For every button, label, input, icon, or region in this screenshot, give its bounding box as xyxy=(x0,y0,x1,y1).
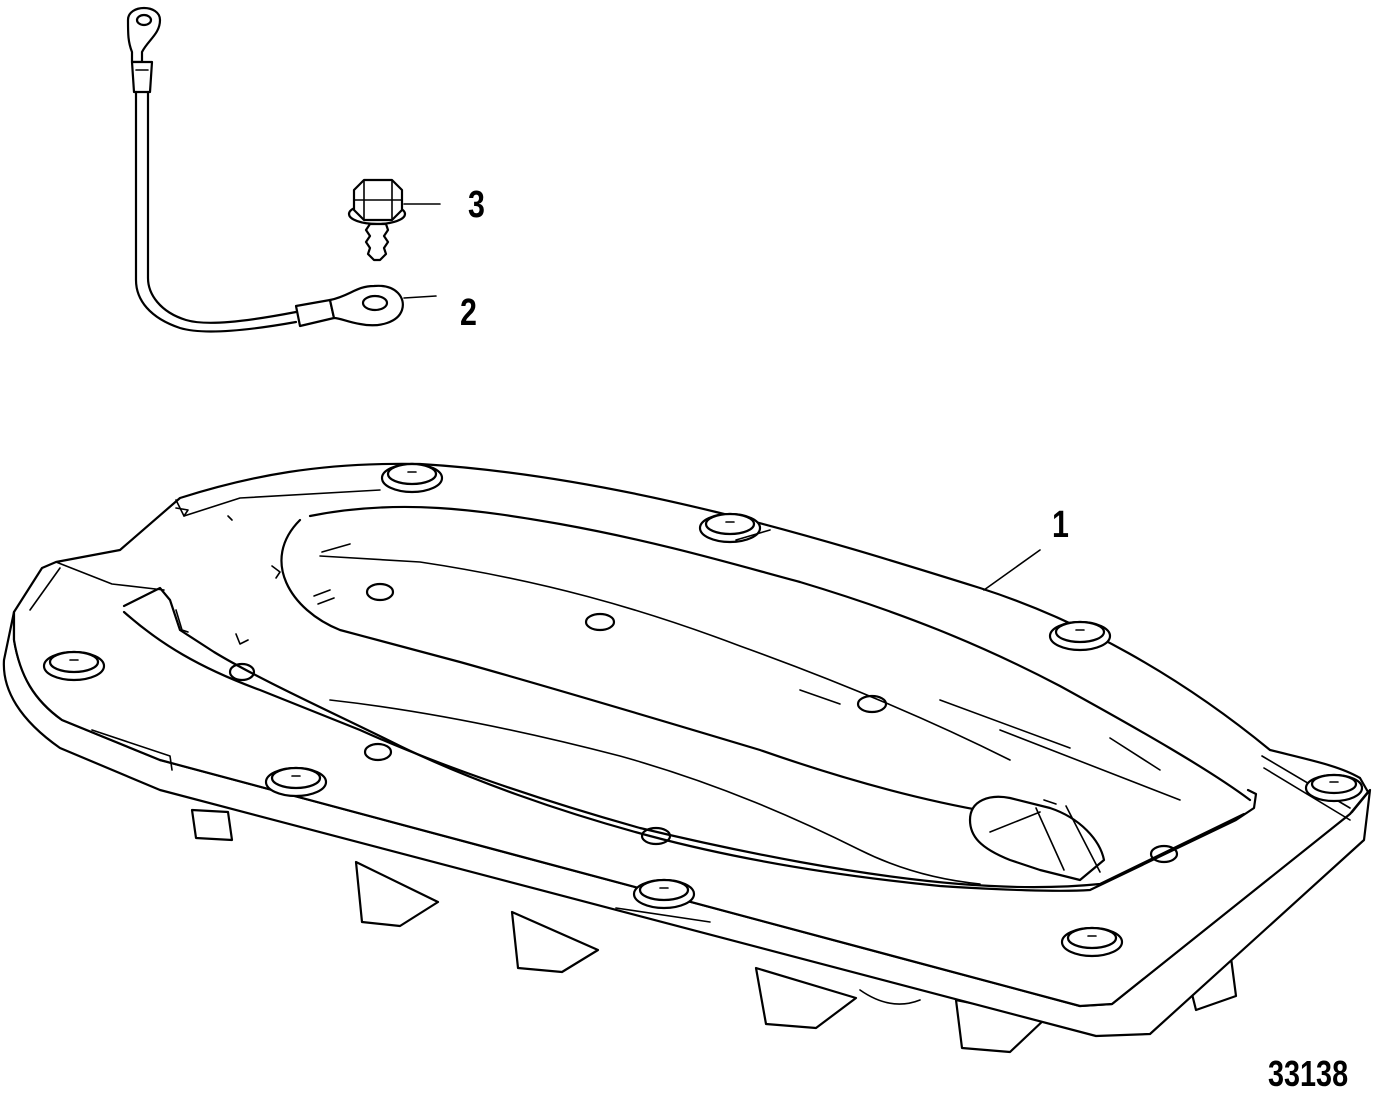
cover-plate xyxy=(2,462,1372,1054)
screw xyxy=(347,178,441,262)
callout-1: 1 xyxy=(1052,504,1069,546)
callout-2: 2 xyxy=(460,292,477,334)
bolt-heads xyxy=(42,462,1364,958)
figure-number: 33138 xyxy=(1268,1053,1349,1094)
callout-3: 3 xyxy=(468,184,485,226)
ground-wire xyxy=(126,6,437,333)
